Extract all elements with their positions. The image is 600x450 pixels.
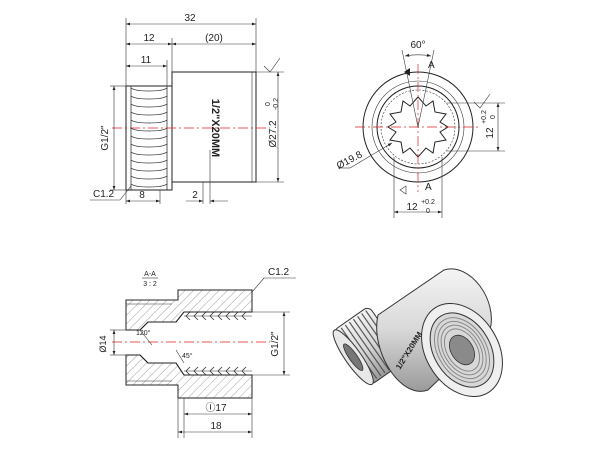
end-view: 60° A A Ø19.8 12 +0.2 0 12 +0.2 0 <box>335 40 505 218</box>
body-section <box>171 71 257 183</box>
end-angle: 60° <box>410 40 425 51</box>
side-chamfer: C1.2 <box>93 189 115 200</box>
side-engraving: 1/2"X20MM <box>209 99 221 157</box>
section-female-thread-label: G1/2" <box>270 331 281 357</box>
end-hex-diameter: Ø19.8 <box>335 149 365 172</box>
side-view: 1/2"X20MM 32 12 (20) 11 G1/2" Ø27.2 0 -0… <box>90 13 284 204</box>
side-body-tol-upper: 0 <box>265 102 272 106</box>
end-hex-width-right: 12 <box>485 127 496 139</box>
dim-groove-offset: 2 <box>192 190 198 201</box>
section-female-thread <box>184 311 252 376</box>
section-scale: 3 : 2 <box>143 281 157 288</box>
section-male-thread <box>126 299 172 386</box>
section-mark-bottom: A <box>425 182 432 193</box>
end-hex-width-bottom: 12 <box>406 202 418 213</box>
section-inner-angle-2: 45° <box>182 352 193 360</box>
side-male-thread-label: G1/2" <box>100 125 111 151</box>
end-hex-tol-upper-bottom: +0.2 <box>421 199 435 206</box>
end-hex-tol-lower-right: 0 <box>490 115 497 119</box>
end-hex-tol-lower-bottom: 0 <box>426 208 430 215</box>
surface-finish-symbol-end <box>473 93 491 109</box>
male-thread-section <box>125 85 173 191</box>
section-bore-diameter: Ø14 <box>98 335 108 352</box>
dim-body-length: (20) <box>205 33 223 44</box>
surface-finish-symbol <box>263 57 281 73</box>
isometric-view: 1/2"X20MM <box>332 268 503 397</box>
male-thread-lines <box>130 86 168 190</box>
dim-thread-length: 11 <box>141 55 152 66</box>
section-socket-diameter: Ⓘ17 <box>205 402 227 414</box>
dim-groove-width: 8 <box>139 190 145 201</box>
section-socket-depth: 18 <box>210 421 222 432</box>
section-title: A-A <box>144 271 156 278</box>
section-mark-top: A <box>428 60 435 71</box>
side-body-tol-lower: -0.2 <box>273 98 280 110</box>
section-view: A-A 3 : 2 120° 45° <box>98 267 296 438</box>
side-body-diameter: Ø27.2 <box>268 120 279 148</box>
dim-male-length: 12 <box>143 33 155 44</box>
section-walls <box>125 289 253 399</box>
dim-overall-length: 32 <box>184 13 196 24</box>
section-inner-angle-1: 120° <box>136 329 151 337</box>
section-chamfer: C1.2 <box>268 267 290 278</box>
end-hex-tol-upper-right: +0.2 <box>481 110 488 124</box>
